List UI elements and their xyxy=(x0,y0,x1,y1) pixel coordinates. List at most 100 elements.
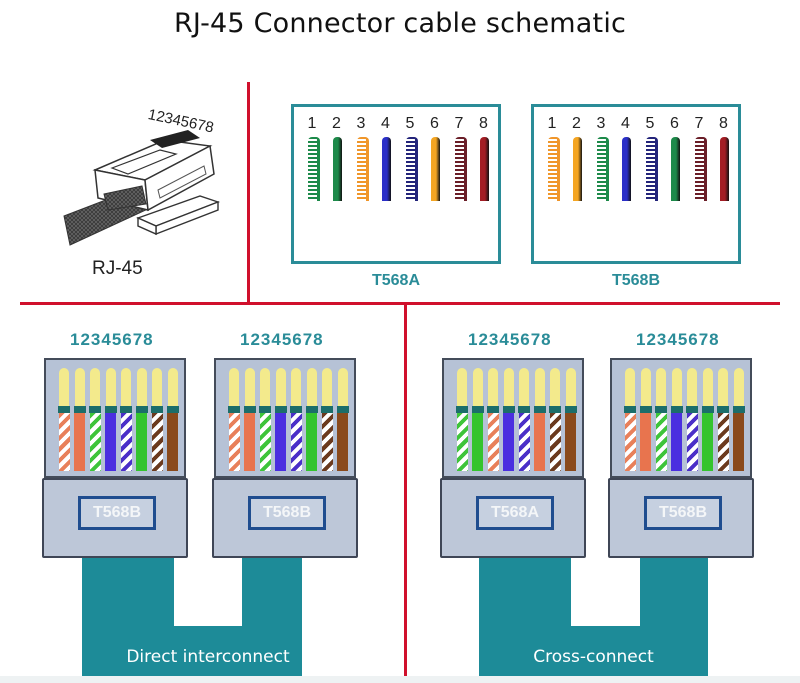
contact-band xyxy=(104,406,117,413)
plug-contact xyxy=(702,368,713,406)
plug-contact xyxy=(718,368,728,406)
pin-number: 2 xyxy=(332,115,341,132)
contact-band xyxy=(58,406,70,413)
plug-wire-white-green xyxy=(259,413,271,471)
plug-contact xyxy=(337,368,348,406)
contact-band xyxy=(228,406,240,413)
page-title: RJ-45 Connector cable schematic xyxy=(173,8,627,39)
rj45-plug-icon xyxy=(63,130,221,246)
plug-standard-label: T568B xyxy=(248,496,326,530)
plug-body: T568B xyxy=(42,478,188,558)
plug-body: T568B xyxy=(212,478,358,558)
divider-vertical-top xyxy=(247,82,250,304)
plug-wire-blue xyxy=(503,413,514,471)
rj45-illustration xyxy=(0,80,245,300)
plug-contact xyxy=(291,368,301,406)
contact-band xyxy=(135,406,148,413)
contact-band xyxy=(120,406,132,413)
plug-contact xyxy=(229,368,239,406)
plug-contact xyxy=(488,368,498,406)
plug-wire-white-brown xyxy=(321,413,333,471)
wire-pin-4-blue xyxy=(621,137,631,201)
contact-band xyxy=(336,406,349,413)
contact-band xyxy=(305,406,318,413)
contact-band xyxy=(518,406,530,413)
plug-head xyxy=(44,358,186,478)
wire-pin-6-orange xyxy=(430,137,440,201)
plug-body: T568B xyxy=(608,478,754,558)
plug-wire-white-green xyxy=(655,413,667,471)
wire-pin-7-white-brown xyxy=(455,137,467,201)
pin-number: 1 xyxy=(307,115,317,132)
plug-wire-orange xyxy=(74,413,85,471)
plug-wire-white-orange xyxy=(228,413,240,471)
contact-band xyxy=(533,406,546,413)
pin-number: 8 xyxy=(719,115,728,132)
contact-band xyxy=(686,406,698,413)
t568a-label: T568A xyxy=(371,272,421,289)
plug-wire-white-orange xyxy=(624,413,636,471)
plug-contact xyxy=(152,368,162,406)
plug-wire-white-brown xyxy=(151,413,163,471)
plug-contact xyxy=(534,368,545,406)
plug-wire-blue xyxy=(105,413,116,471)
plug-contact xyxy=(90,368,100,406)
pin-number: 3 xyxy=(596,115,606,132)
wire-pin-8-brown xyxy=(479,137,489,201)
plug-contact xyxy=(472,368,483,406)
plug-head xyxy=(442,358,584,478)
plug-pin-numbers: 12345678 xyxy=(636,330,720,349)
plug-contact xyxy=(687,368,697,406)
t568b-label: T568B xyxy=(611,272,661,289)
plug-contact xyxy=(457,368,467,406)
wire-pin-1-white-orange xyxy=(548,137,560,201)
wire-pin-3-white-orange xyxy=(357,137,369,201)
contact-band xyxy=(89,406,101,413)
plug-contact xyxy=(59,368,69,406)
plug-wire-white-blue xyxy=(120,413,132,471)
divider-horizontal xyxy=(20,302,780,305)
plug-standard-label: T568A xyxy=(476,496,554,530)
plug-contact xyxy=(136,368,147,406)
contact-band xyxy=(151,406,163,413)
plug-head xyxy=(610,358,752,478)
plug-wire-white-brown xyxy=(549,413,561,471)
plug-contact xyxy=(74,368,85,406)
plug-pin-numbers: 12345678 xyxy=(468,330,552,349)
contact-band xyxy=(624,406,636,413)
rj45-label: RJ-45 xyxy=(92,258,143,279)
pin-number: 3 xyxy=(356,115,366,132)
plug-contact xyxy=(671,368,682,406)
pin-number: 5 xyxy=(405,115,415,132)
bottom-strip xyxy=(0,676,800,683)
plug-pin-numbers: 12345678 xyxy=(70,330,154,349)
wire-pin-2-orange xyxy=(572,137,582,201)
contact-band xyxy=(259,406,271,413)
pin-number: 4 xyxy=(621,115,630,132)
wire-pin-7-white-brown xyxy=(695,137,707,201)
contact-band xyxy=(639,406,652,413)
plug-wire-blue xyxy=(671,413,682,471)
wire-pin-3-white-green xyxy=(597,137,609,201)
pin-number: 8 xyxy=(479,115,488,132)
contact-band xyxy=(290,406,302,413)
plug-wire-white-orange xyxy=(58,413,70,471)
plug-wire-green xyxy=(472,413,483,471)
cross-connect-label: Cross-connect xyxy=(533,647,654,667)
wire-pin-4-blue xyxy=(381,137,391,201)
contact-band xyxy=(717,406,729,413)
contact-band xyxy=(701,406,714,413)
plug-contact xyxy=(503,368,514,406)
wire-pin-5-white-blue xyxy=(646,137,658,201)
plug-wire-white-green xyxy=(456,413,468,471)
wire-pin-6-green xyxy=(670,137,680,201)
wire-pin-1-white-green xyxy=(308,137,320,201)
wire-pin-5-white-blue xyxy=(406,137,418,201)
pin-number: 7 xyxy=(454,115,464,132)
pin-number: 6 xyxy=(430,115,439,132)
direct-cable-bottom xyxy=(82,626,302,676)
plug-body: T568A xyxy=(440,478,586,558)
plug-standard-label: T568B xyxy=(644,496,722,530)
